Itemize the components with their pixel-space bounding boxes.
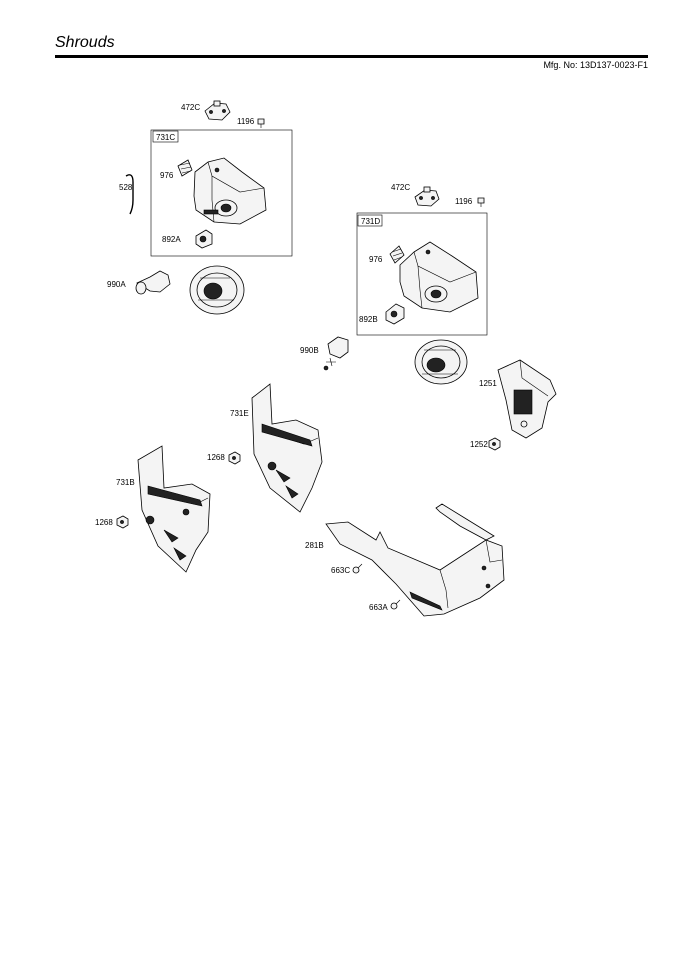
box-731c	[150, 129, 293, 257]
title-rule	[55, 55, 648, 58]
label-528: 528	[119, 183, 133, 192]
label-box-731c	[152, 130, 179, 143]
box-731d	[356, 212, 488, 336]
label-1268-lower: 1268	[95, 518, 113, 527]
part-air-filter-element-right	[414, 339, 468, 385]
mfg-number: Mfg. No: 13D137-0023-F1	[543, 60, 648, 70]
page-title: Shrouds	[55, 34, 115, 51]
part-472c-upper-left	[204, 100, 231, 121]
label-1251: 1251	[479, 379, 497, 388]
label-731e: 731E	[230, 409, 249, 418]
label-1268-upper: 1268	[207, 453, 225, 462]
part-1251-bracket	[497, 359, 557, 439]
label-472c-right: 472C	[391, 183, 410, 192]
label-663a: 663A	[369, 603, 388, 612]
part-731d-shroud-housing	[399, 241, 479, 313]
label-731d: 731D	[361, 217, 380, 226]
part-892a-grommet	[195, 229, 213, 249]
label-box-731d	[357, 214, 383, 227]
part-976-upper-left	[177, 159, 193, 177]
part-976-right	[389, 245, 405, 264]
part-1196-upper-left	[257, 118, 265, 128]
part-663a-screw	[390, 599, 401, 610]
part-1268-upper-nut	[228, 451, 241, 465]
label-731b: 731B	[116, 478, 135, 487]
label-990a: 990A	[107, 280, 126, 289]
part-892b-grommet	[385, 303, 405, 325]
label-1196-upper-left: 1196	[237, 117, 255, 126]
part-281b-base-shroud	[325, 503, 505, 617]
part-731b-cylinder-shroud	[137, 445, 211, 573]
part-731c-shroud-housing	[193, 157, 267, 225]
label-892b: 892B	[359, 315, 378, 324]
label-976-right: 976	[369, 255, 383, 264]
label-990b: 990B	[300, 346, 319, 355]
label-1196-right: 1196	[455, 197, 473, 206]
part-air-filter-element-upper-left	[189, 265, 245, 315]
part-990a-cap	[135, 270, 171, 295]
label-472c-upper-left: 472C	[181, 103, 200, 112]
part-663c-screw	[352, 563, 363, 574]
label-731c: 731C	[156, 133, 175, 142]
part-1252-nut	[488, 437, 501, 451]
part-528-linkage-rod	[125, 174, 134, 215]
part-731e-cylinder-shroud	[251, 383, 323, 513]
label-976-upper-left: 976	[160, 171, 174, 180]
label-663c: 663C	[331, 566, 350, 575]
part-472c-right	[414, 186, 440, 207]
part-1268-lower-nut	[116, 515, 129, 529]
part-1196-right	[477, 197, 485, 207]
part-990b-cap	[323, 336, 349, 371]
label-892a: 892A	[162, 235, 181, 244]
label-1252: 1252	[470, 440, 488, 449]
label-281b: 281B	[305, 541, 324, 550]
